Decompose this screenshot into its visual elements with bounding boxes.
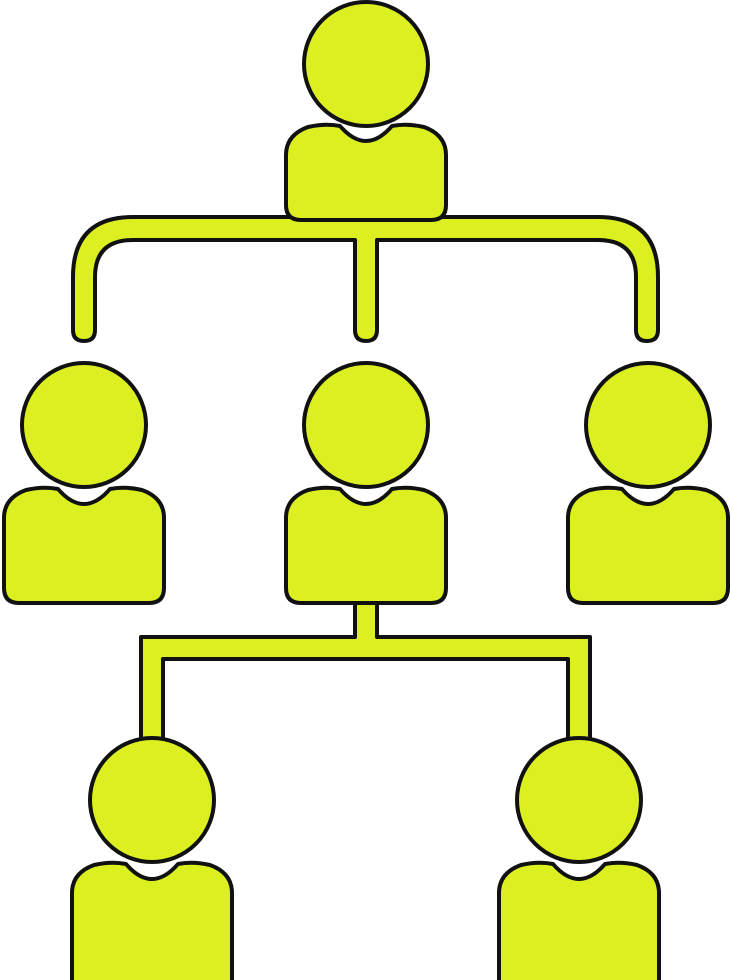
- person-body: [284, 122, 448, 222]
- person-icon: [2, 361, 166, 605]
- person-body: [497, 860, 661, 980]
- person-body: [284, 485, 448, 605]
- person-icon: [566, 361, 730, 605]
- person-body: [2, 485, 166, 605]
- person-icon: [284, 0, 448, 222]
- person-head: [88, 736, 216, 864]
- connector-top-to-mid: [71, 215, 660, 343]
- person-body: [566, 485, 730, 605]
- connector-mid-to-bottom: [139, 598, 592, 747]
- person-body: [70, 860, 234, 980]
- person-head: [302, 361, 430, 489]
- person-head: [20, 361, 148, 489]
- person-icon: [284, 361, 448, 605]
- person-icon: [497, 736, 661, 980]
- person-head: [515, 736, 643, 864]
- person-head: [302, 0, 430, 128]
- person-icon: [70, 736, 234, 980]
- person-head: [584, 361, 712, 489]
